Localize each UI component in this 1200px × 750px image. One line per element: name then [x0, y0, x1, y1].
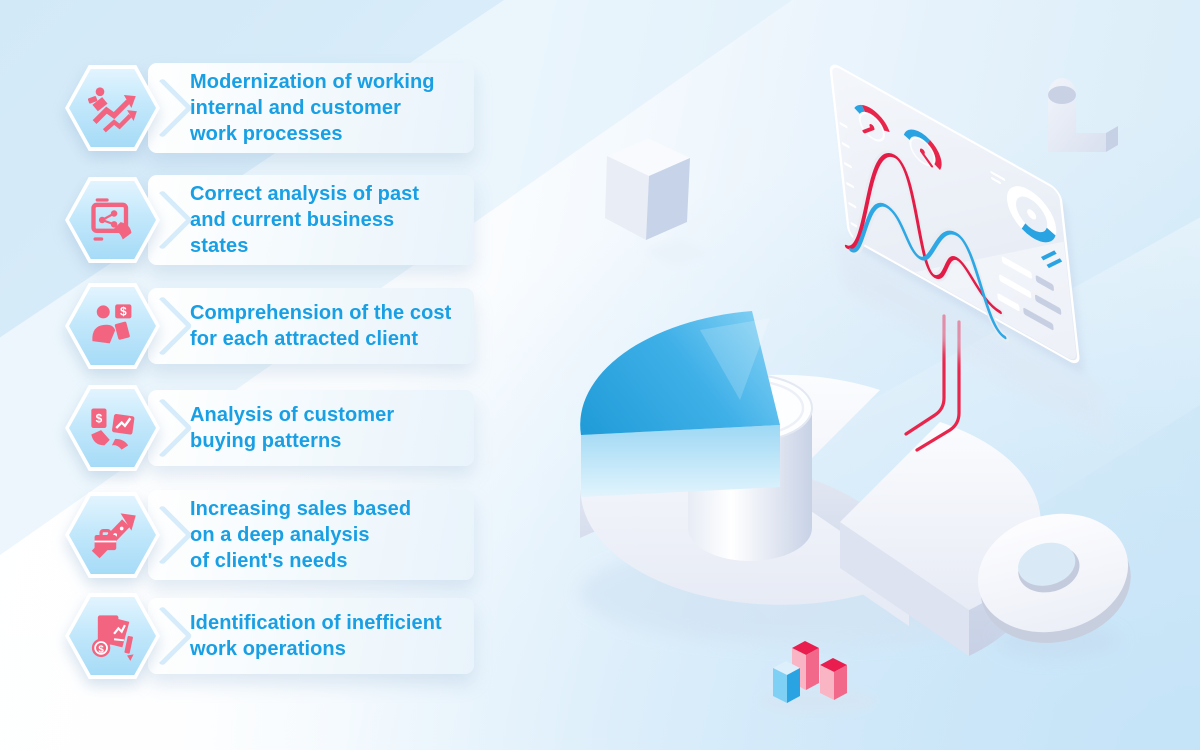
benefit-list: Modernization of working internal and cu…	[65, 0, 485, 750]
list-item: Comprehension of the cost for each attra…	[65, 283, 485, 369]
item-panel: Modernization of working internal and cu…	[148, 63, 474, 153]
growth-person-icon	[87, 87, 137, 133]
item-hexagon: $	[65, 283, 160, 369]
item-hexagon: $	[65, 593, 160, 679]
item-panel: Identification of inefficient work opera…	[148, 598, 474, 674]
list-item: Identification of inefficient work opera…	[65, 593, 485, 679]
buying-patterns-icon: $	[90, 408, 134, 450]
item-text: Modernization of working internal and cu…	[190, 71, 435, 145]
tablet-analysis-icon	[90, 198, 131, 241]
item-hexagon: $	[65, 385, 160, 471]
list-item: Increasing sales based on a deep analysi…	[65, 490, 485, 580]
svg-text:$: $	[119, 305, 126, 319]
item-panel: Increasing sales based on a deep analysi…	[148, 490, 474, 580]
item-panel: Analysis of customer buying patterns	[148, 390, 474, 466]
list-item: Analysis of customer buying patterns $	[65, 385, 485, 471]
item-text: Increasing sales based on a deep analysi…	[190, 498, 412, 572]
svg-text:$: $	[95, 412, 102, 426]
item-hexagon	[65, 177, 160, 263]
list-item: Modernization of working internal and cu…	[65, 63, 485, 153]
item-text: Analysis of customer buying patterns	[190, 404, 395, 452]
item-panel: Correct analysis of past and current bus…	[148, 175, 474, 265]
sales-growth-icon	[91, 513, 136, 559]
list-item: Correct analysis of past and current bus…	[65, 175, 485, 265]
inefficiency-audit-icon: $	[91, 615, 134, 661]
client-cost-icon: $	[91, 304, 131, 344]
item-text: Correct analysis of past and current bus…	[190, 183, 420, 257]
svg-text:$: $	[98, 644, 104, 655]
item-hexagon	[65, 492, 160, 578]
item-text: Identification of inefficient work opera…	[190, 612, 442, 660]
item-hexagon	[65, 65, 160, 151]
item-text: Comprehension of the cost for each attra…	[190, 302, 452, 350]
item-panel: Comprehension of the cost for each attra…	[148, 288, 474, 364]
